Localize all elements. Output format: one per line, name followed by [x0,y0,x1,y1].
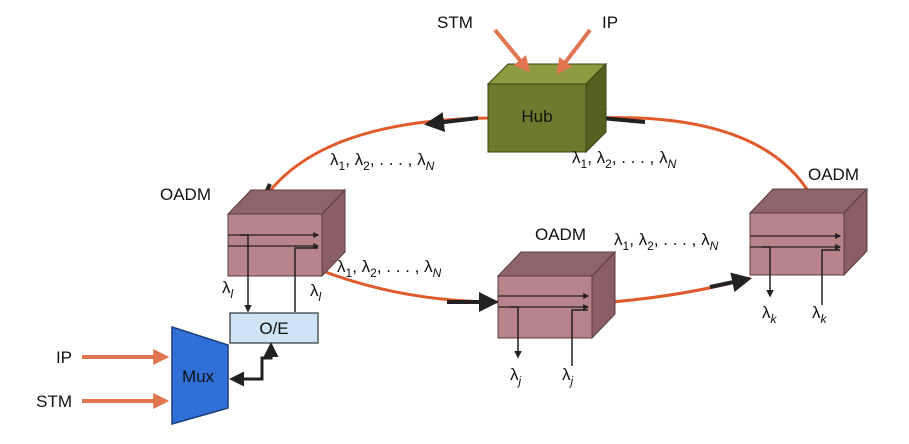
wavelength-set-label: λ1, λ2, . . . , λN [337,257,442,280]
hub-label: Hub [521,107,552,126]
mux-inputs: IP STM [36,348,170,411]
mux-oe-link [234,342,279,381]
add-line [571,309,588,366]
oadm-left-drop-add: λl λl [222,234,322,313]
oadm-right-node: OADM λk λk [748,165,869,326]
direction-arrow [709,272,752,293]
hub-input-ip-label: IP [602,13,618,32]
wavelength-set-label: λ1, λ2, . . . , λN [614,230,719,253]
hub-input-stm-label: STM [437,13,473,32]
hub-inputs: STM IP [437,13,618,75]
add-line [821,249,840,305]
wavelength-labels: λ1, λ2, . . . , λN λ1, λ2, . . . , λN λ1… [330,148,719,280]
drop-line [240,234,252,313]
ring-segment-oadm-right-to-hub [594,116,812,195]
add-wavelength: λl [310,281,322,304]
wavelength-set-label: λ1, λ2, . . . , λN [572,148,677,171]
mux-input-stm-label: STM [36,392,72,411]
drop-wavelength: λl [222,278,234,301]
oadm-label: OADM [160,185,211,204]
oe-label: O/E [259,319,288,338]
wavelength-set-label: λ1, λ2, . . . , λN [330,150,435,173]
oe-converter: O/E [229,312,319,344]
drop-wavelength: λk [762,303,778,326]
mux-input-ip-label: IP [56,348,72,367]
oadm-middle-node: OADM λj λj [496,225,617,388]
direction-arrow [424,112,479,133]
mux-label: Mux [182,367,215,386]
add-wavelength: λj [562,365,574,388]
drop-line [510,306,522,359]
hub-input-arrow-ip [556,28,592,75]
hub-input-arrow-stm [493,28,531,73]
oadm-front-face [749,212,845,276]
mux-shape [171,325,229,425]
add-wavelength: λk [812,303,828,326]
oadm-front-face [227,213,323,277]
add-line [294,247,318,312]
mux-node: Mux [171,325,279,425]
oadm-label: OADM [535,225,586,244]
hub-front-face [487,83,587,153]
oadm-label: OADM [808,165,859,184]
drop-wavelength: λj [510,365,522,388]
hub-node: Hub [486,62,608,154]
oadm-left-node: OADM [160,185,347,278]
drop-line [762,246,774,298]
